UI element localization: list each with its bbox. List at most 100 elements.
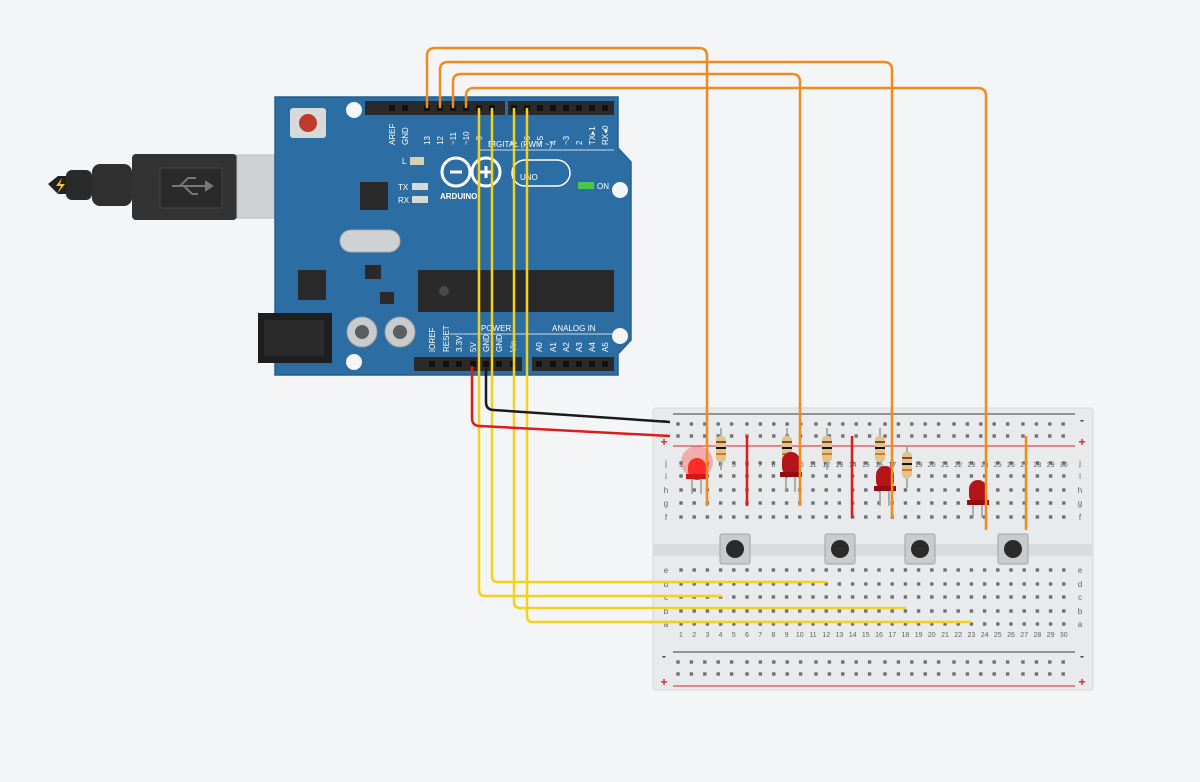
arduino-logo-icon [440,156,502,188]
dc-jack-icon [258,313,332,363]
arduino-logo-text: ARDUINO [440,192,477,201]
column-number: 30 [1060,462,1068,469]
power-label: POWER [481,324,511,333]
uno-text: UNO [520,173,538,182]
pin-label: A4 [588,342,597,352]
tx-led [412,183,428,190]
pin-label: AREF [388,124,397,145]
usb-chip [360,182,388,210]
column-number: 18 [902,632,910,639]
lightning-icon [56,178,65,194]
analog-pin-labels: A0 A1 A2 A3 A4 A5 [535,342,610,367]
column-number: 13 [836,462,844,469]
column-number: 15 [862,462,870,469]
regulator [298,270,326,300]
column-number: 16 [875,632,883,639]
led-red-lit[interactable] [681,446,713,494]
push-button[interactable] [824,533,856,565]
pin-label: A0 [535,342,544,352]
column-number: 22 [954,462,962,469]
wire-d6-yellow[interactable] [525,108,971,624]
wire-d12-orange[interactable] [438,60,894,518]
wire-5v-red[interactable] [470,366,671,438]
pin-label: A2 [562,342,571,352]
column-number: 14 [849,632,857,639]
column-number: 27 [1020,632,1028,639]
push-button[interactable] [904,533,936,565]
row-label: g [664,499,668,508]
resistor [822,428,832,470]
column-number: 28 [1034,632,1042,639]
wire-d10-orange[interactable] [464,86,988,530]
tx-label: TX [398,183,409,192]
column-number: 25 [994,462,1002,469]
column-number: 10 [796,632,804,639]
pin-label: ~10 [462,131,471,145]
column-number: 23 [968,462,976,469]
rx-led [412,196,428,203]
column-number: 13 [836,632,844,639]
rail-minus-sign: - [1080,413,1084,427]
column-number: 3 [705,632,709,639]
column-number: 8 [771,632,775,639]
column-number: 23 [968,632,976,639]
breadboard[interactable]: 1122334455667788991010111112121313141415… [652,407,1094,691]
column-number: 1 [679,462,683,469]
push-button[interactable] [997,533,1029,565]
row-label: e [664,566,669,575]
column-number: 8 [771,462,775,469]
column-number: 20 [928,632,936,639]
column-number: 1 [679,632,683,639]
column-number: 24 [981,462,989,469]
column-number: 19 [915,462,923,469]
push-button[interactable] [719,533,751,565]
pin-label: A1 [549,342,558,352]
row-label: c [664,593,668,602]
row-label: a [1078,620,1083,629]
breadboard-holes [676,422,1066,676]
column-number: 7 [758,462,762,469]
led-red[interactable] [874,466,896,506]
pin-label: GND [401,127,410,145]
wire-d13-orange[interactable] [425,46,709,506]
row-label: i [1079,472,1081,481]
column-number: 7 [758,632,762,639]
row-label: f [665,513,668,522]
resistor [875,428,885,470]
pin-label: A5 [601,342,610,352]
row-label: c [1078,593,1082,602]
wire-d9-yellow[interactable] [477,108,722,598]
wire-d8-yellow[interactable] [490,108,827,584]
column-number: 29 [1047,462,1055,469]
wire-d11-orange[interactable] [451,72,802,506]
pin-label: TX▸1 [588,126,597,145]
resistor [716,428,726,470]
pin-label: RESET [442,325,451,352]
wire-gnd-black[interactable] [484,366,671,424]
mount-hole [612,182,628,198]
on-label: ON [597,182,609,191]
column-number: 26 [1007,462,1015,469]
pin-label: 13 [423,136,432,145]
pin-label: A3 [575,342,584,352]
wire-d7-yellow[interactable] [512,108,906,610]
rx-label: RX [398,196,410,205]
row-label: i [665,472,667,481]
column-number: 11 [809,462,816,469]
led-red[interactable] [780,452,802,492]
column-number: 17 [888,632,896,639]
pin-label: GND [482,334,491,352]
column-number: 9 [785,632,789,639]
row-label: d [1078,580,1082,589]
led-red[interactable] [967,480,989,518]
pin-label: ~3 [562,135,571,145]
row-label: b [664,607,669,616]
row-label: h [1078,486,1082,495]
pin-label: 5V [469,342,478,352]
reset-button[interactable] [290,108,326,138]
row-label: g [1078,499,1082,508]
column-number: 4 [719,632,723,639]
column-number: 26 [1007,632,1015,639]
